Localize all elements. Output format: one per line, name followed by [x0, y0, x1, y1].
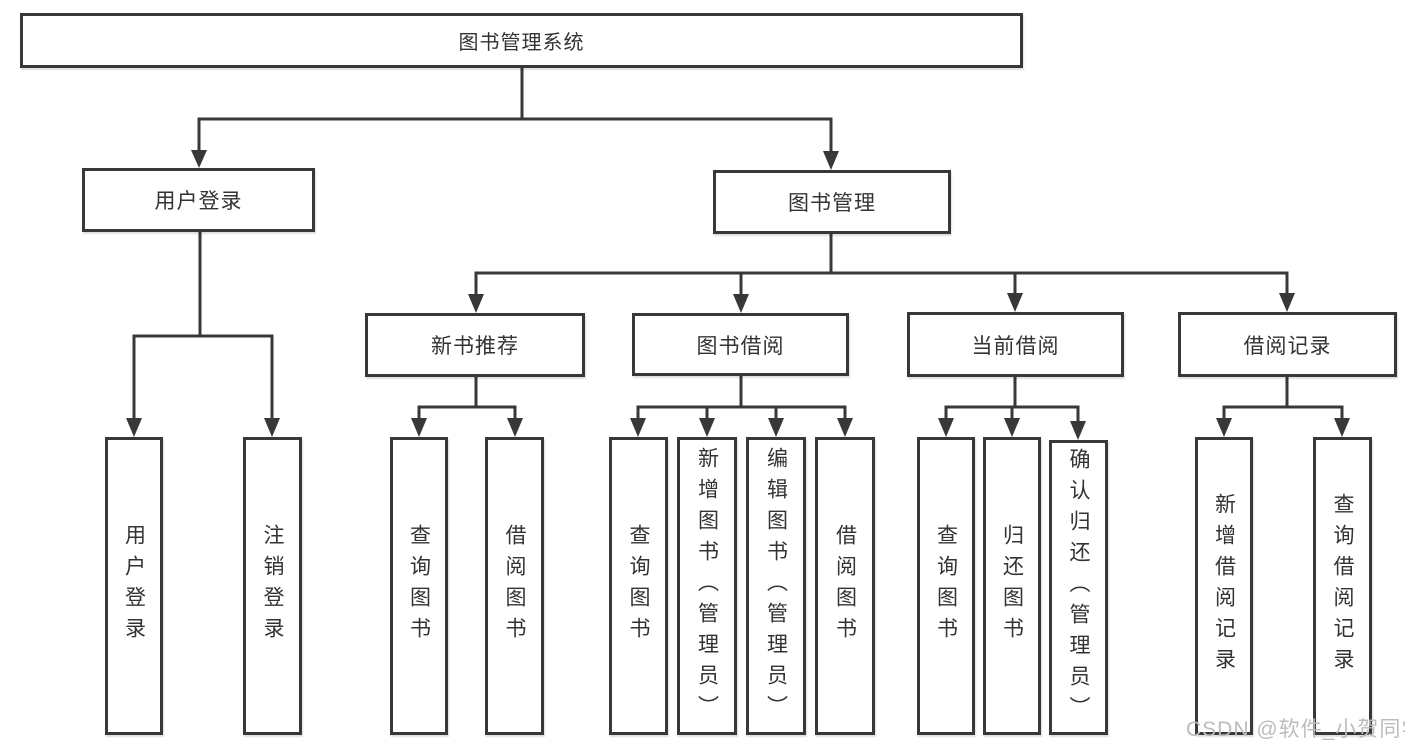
node-label: 图书管理系统: [458, 32, 585, 54]
arrow-down-icon: [1216, 418, 1232, 437]
node-borrow-records: 借阅记录: [1178, 312, 1397, 377]
node-label: 用户登录: [122, 524, 146, 648]
node-library-management-system: 图书管理系统: [20, 13, 1023, 68]
arrow-down-icon: [733, 294, 749, 313]
node-label: 查询图书: [934, 524, 958, 648]
arrow-down-icon: [411, 418, 427, 437]
arrow-down-icon: [699, 418, 715, 437]
connector-borrow-to-children: [630, 376, 853, 437]
node-label: 图书借阅: [696, 334, 785, 358]
arrow-down-icon: [507, 418, 523, 437]
connector-login-to-children: [126, 232, 280, 437]
connector-root-to-level2: [191, 68, 839, 170]
connector-recommend-to-children: [411, 377, 523, 437]
node-label: 注销登录: [261, 524, 284, 648]
node-label: 查询图书: [627, 524, 650, 648]
leaf-logout: 注销登录: [243, 437, 302, 735]
leaf-recommend-query-books: 查询图书: [390, 437, 448, 735]
leaf-records-add-record: 新增借阅记录: [1195, 437, 1253, 735]
arrow-down-icon: [938, 418, 954, 437]
connector-current-to-children: [938, 377, 1086, 440]
node-label: 确认归还（管理员）: [1067, 448, 1090, 727]
leaf-current-confirm-return-admin: 确认归还（管理员）: [1049, 440, 1108, 735]
node-label: 查询图书: [407, 524, 431, 648]
leaf-borrow-edit-books-admin: 编辑图书（管理员）: [746, 437, 806, 735]
node-label: 编辑图书（管理员）: [764, 446, 788, 726]
leaf-user-login: 用户登录: [105, 437, 163, 735]
arrow-down-icon: [823, 151, 839, 170]
node-label: 新增图书（管理员）: [695, 446, 719, 726]
leaf-records-query-record: 查询借阅记录: [1313, 437, 1372, 735]
arrow-down-icon: [126, 418, 142, 437]
node-book-borrow: 图书借阅: [632, 313, 849, 376]
leaf-borrow-add-books-admin: 新增图书（管理员）: [677, 437, 737, 735]
arrow-down-icon: [191, 150, 207, 168]
leaf-current-return-books: 归还图书: [983, 437, 1041, 735]
node-label: 归还图书: [1000, 524, 1024, 648]
arrow-down-icon: [1004, 418, 1020, 437]
arrow-down-icon: [1007, 293, 1023, 312]
node-label: 借阅图书: [503, 524, 526, 648]
node-label: 借阅记录: [1243, 334, 1332, 358]
node-label: 查询借阅记录: [1331, 493, 1354, 679]
connector-records-to-children: [1216, 377, 1350, 437]
arrow-down-icon: [1334, 418, 1350, 437]
node-label: 图书管理: [788, 192, 876, 215]
node-label: 新增借阅记录: [1212, 493, 1236, 679]
arrow-down-icon: [1279, 293, 1295, 312]
node-label: 用户登录: [154, 190, 243, 213]
node-new-book-recommend: 新书推荐: [365, 313, 585, 377]
node-book-management: 图书管理: [713, 170, 951, 234]
csdn-watermark: CSDN @软件_小贺同学: [1186, 718, 1405, 741]
node-label: 借阅图书: [833, 524, 857, 648]
leaf-recommend-borrow-books: 借阅图书: [485, 437, 544, 735]
node-label: 新书推荐: [431, 335, 519, 358]
arrow-down-icon: [630, 418, 646, 437]
arrow-down-icon: [264, 418, 280, 437]
node-user-login: 用户登录: [82, 168, 315, 232]
arrow-down-icon: [837, 418, 853, 437]
leaf-borrow-query-books: 查询图书: [609, 437, 668, 735]
arrow-down-icon: [1070, 421, 1086, 440]
node-label: 当前借阅: [971, 334, 1060, 358]
connector-management-to-level3: [468, 234, 1295, 313]
arrow-down-icon: [768, 418, 784, 437]
arrow-down-icon: [468, 294, 484, 313]
leaf-borrow-borrow-books: 借阅图书: [815, 437, 875, 735]
leaf-current-query-books: 查询图书: [917, 437, 975, 735]
node-current-borrow: 当前借阅: [907, 312, 1124, 377]
